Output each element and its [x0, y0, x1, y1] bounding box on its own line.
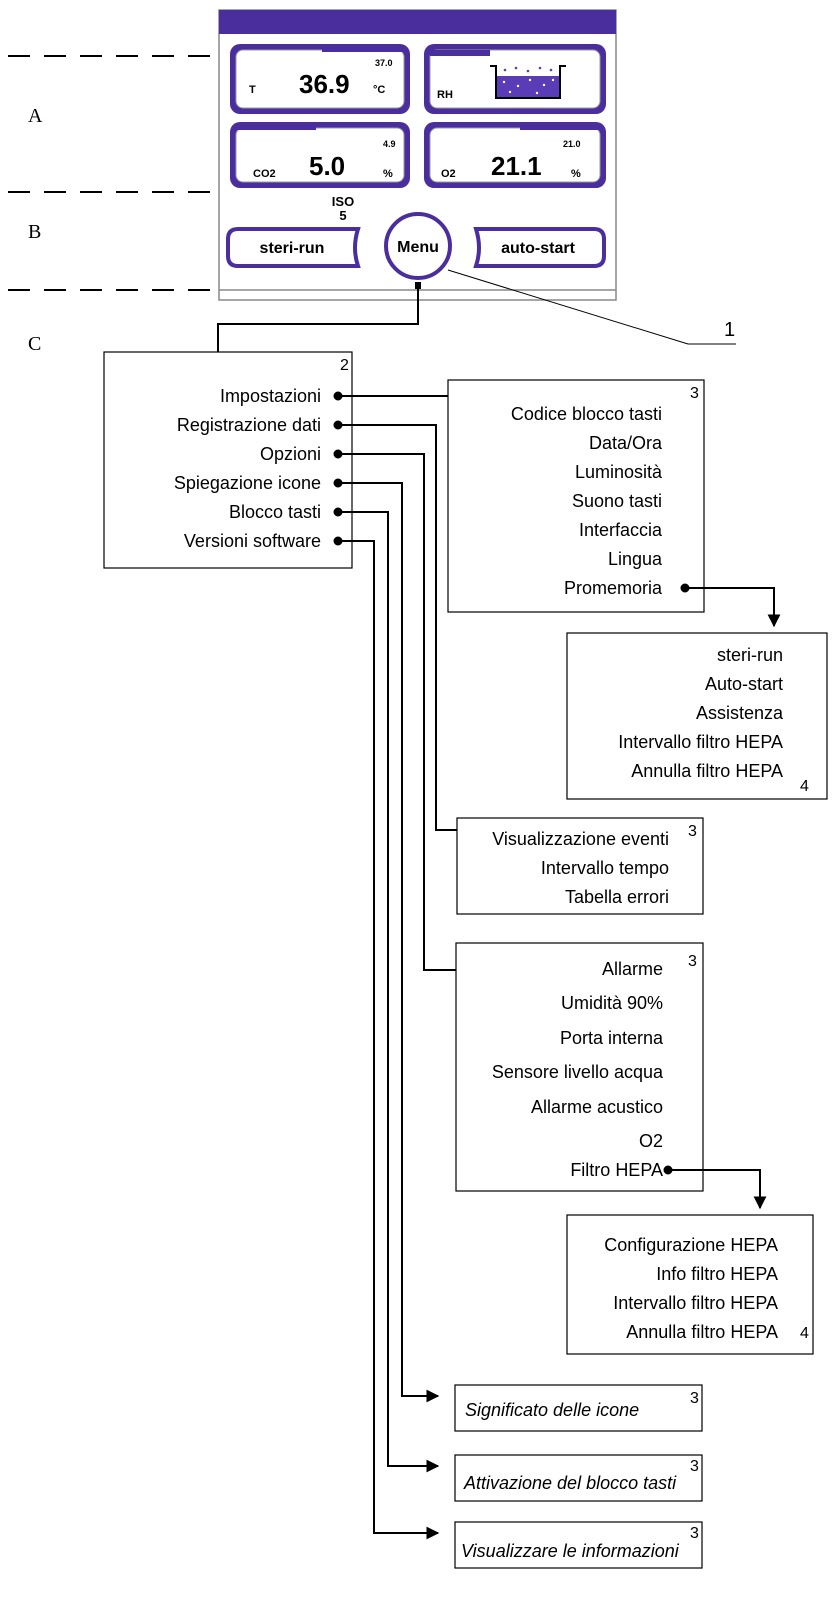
reminder-item-auto-start[interactable]: Auto-start [705, 674, 783, 694]
reminder-item-annulla-filtro-hepa[interactable]: Annulla filtro HEPA [631, 761, 783, 781]
options-menu-box: 3 Allarme Umidità 90% Porta interna Sens… [455, 942, 704, 1192]
menu-item-opzioni[interactable]: Opzioni [260, 444, 321, 464]
settings-item-suono-tasti[interactable]: Suono tasti [572, 491, 662, 511]
steri-run-button[interactable]: steri-run [226, 227, 361, 268]
callout-number: 1 [724, 319, 735, 341]
data-log-menu-level: 3 [688, 823, 697, 840]
device-display: 37.0 T 36.9 °C RH [218, 9, 617, 301]
software-box: Visualizzare le informazioni 3 [454, 1521, 703, 1569]
hepa-item-intervallo-filtro[interactable]: Intervallo filtro HEPA [613, 1293, 778, 1313]
reminder-item-assistenza[interactable]: Assistenza [696, 703, 784, 723]
hepa-item-annulla-filtro[interactable]: Annulla filtro HEPA [626, 1322, 778, 1342]
menu-item-versioni-software[interactable]: Versioni software [184, 531, 321, 551]
section-label-a: A [28, 105, 43, 127]
humidity-label: RH [437, 89, 453, 101]
temperature-setpoint: 37.0 [375, 58, 393, 68]
settings-item-luminosita[interactable]: Luminosità [575, 462, 663, 482]
o2-unit: % [571, 168, 581, 180]
section-dividers [8, 55, 218, 291]
main-menu-level: 2 [340, 357, 349, 374]
auto-start-label: auto-start [501, 240, 575, 257]
promemoria-connector [680, 583, 781, 628]
options-item-allarme-acustico[interactable]: Allarme acustico [531, 1097, 663, 1117]
menu-button-label: Menu [397, 239, 439, 256]
water-tank-icon [490, 65, 566, 99]
data-log-item-visualizzazione-eventi[interactable]: Visualizzazione eventi [492, 829, 669, 849]
callout-1: 1 [447, 269, 736, 345]
hepa-menu-box: Configurazione HEPA Info filtro HEPA Int… [566, 1214, 814, 1355]
o2-label: O2 [441, 168, 456, 180]
hepa-item-info-filtro[interactable]: Info filtro HEPA [656, 1264, 778, 1284]
humidity-tile[interactable]: RH [424, 44, 606, 114]
menu-button[interactable]: Menu [384, 212, 452, 280]
options-menu-level: 3 [688, 953, 697, 970]
reminder-menu-level: 4 [800, 778, 809, 795]
icons-box: Significato delle icone 3 [454, 1384, 703, 1432]
auto-start-button[interactable]: auto-start [473, 227, 606, 268]
co2-tile[interactable]: 4.9 CO2 5.0 % [230, 122, 410, 188]
settings-menu-box: 3 Codice blocco tasti Data/Ora Luminosit… [447, 379, 705, 613]
temperature-label: T [249, 84, 256, 96]
settings-item-lingua[interactable]: Lingua [608, 549, 663, 569]
options-item-allarme[interactable]: Allarme [602, 959, 663, 979]
menu-item-registrazione-dati[interactable]: Registrazione dati [177, 415, 321, 435]
icons-box-text[interactable]: Significato delle icone [465, 1400, 639, 1420]
iso-label: ISO [332, 194, 354, 209]
menu-connector [214, 282, 421, 371]
o2-value: 21.1 [491, 151, 542, 181]
steri-run-label: steri-run [260, 240, 325, 257]
reminder-menu-box: steri-run Auto-start Assistenza Interval… [566, 632, 828, 800]
options-item-umidita-90[interactable]: Umidità 90% [561, 993, 663, 1013]
options-item-porta-interna[interactable]: Porta interna [560, 1028, 664, 1048]
options-item-sensore-livello-acqua[interactable]: Sensore livello acqua [492, 1062, 664, 1082]
section-label-b: B [28, 221, 41, 243]
section-label-c: C [28, 333, 41, 355]
keylock-box: Attivazione del blocco tasti 3 [454, 1454, 703, 1502]
settings-item-codice-blocco-tasti[interactable]: Codice blocco tasti [511, 404, 662, 424]
settings-item-promemoria[interactable]: Promemoria [564, 578, 663, 598]
reminder-item-intervallo-filtro-hepa[interactable]: Intervallo filtro HEPA [618, 732, 783, 752]
settings-item-interfaccia[interactable]: Interfaccia [579, 520, 663, 540]
keylock-box-level: 3 [690, 1458, 699, 1475]
menu-item-impostazioni[interactable]: Impostazioni [220, 386, 321, 406]
co2-label: CO2 [253, 168, 276, 180]
keylock-box-text[interactable]: Attivazione del blocco tasti [463, 1473, 677, 1493]
hepa-item-configurazione[interactable]: Configurazione HEPA [604, 1235, 778, 1255]
temperature-unit: °C [373, 84, 385, 96]
options-item-o2[interactable]: O2 [639, 1131, 663, 1151]
data-log-item-intervallo-tempo[interactable]: Intervallo tempo [541, 858, 669, 878]
main-menu-box: 2 Impostazioni Registrazione dati Opzion… [103, 351, 353, 569]
o2-setpoint: 21.0 [563, 139, 581, 149]
hepa-menu-level: 4 [800, 1325, 809, 1342]
reminder-item-steri-run[interactable]: steri-run [717, 645, 783, 665]
software-box-text[interactable]: Visualizzare le informazioni [461, 1541, 680, 1561]
co2-unit: % [383, 168, 393, 180]
temperature-value: 36.9 [299, 69, 350, 99]
software-box-level: 3 [690, 1525, 699, 1542]
co2-setpoint: 4.9 [383, 139, 396, 149]
co2-value: 5.0 [309, 151, 345, 181]
main-menu-connectors [333, 389, 480, 1540]
o2-tile[interactable]: 21.0 O2 21.1 % [424, 122, 606, 188]
icons-box-level: 3 [690, 1390, 699, 1407]
iso-value: 5 [339, 208, 346, 223]
settings-item-data-ora[interactable]: Data/Ora [589, 433, 663, 453]
temperature-tile[interactable]: 37.0 T 36.9 °C [230, 44, 410, 114]
menu-item-spiegazione-icone[interactable]: Spiegazione icone [174, 473, 321, 493]
settings-menu-level: 3 [690, 385, 699, 402]
filtro-hepa-connector [663, 1165, 767, 1210]
display-top-bar [219, 10, 616, 34]
menu-item-blocco-tasti[interactable]: Blocco tasti [229, 502, 321, 522]
data-log-item-tabella-errori[interactable]: Tabella errori [565, 887, 669, 907]
data-log-menu-box: 3 Visualizzazione eventi Intervallo temp… [456, 817, 704, 915]
options-item-filtro-hepa[interactable]: Filtro HEPA [570, 1160, 663, 1180]
